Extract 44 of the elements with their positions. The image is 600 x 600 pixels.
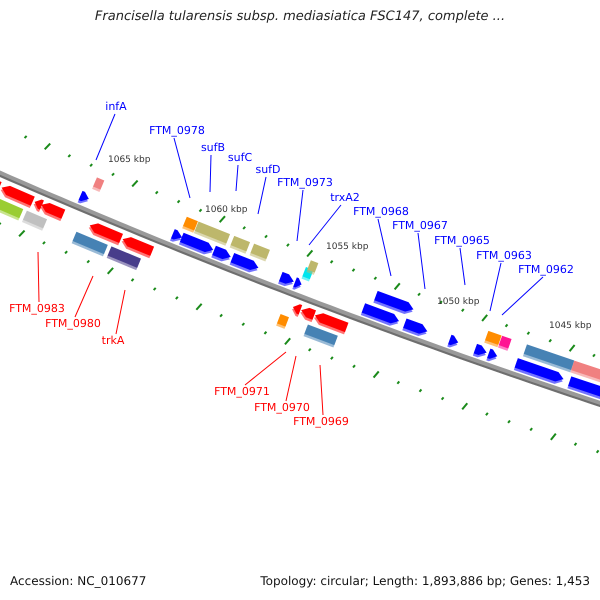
gene-label: sufB [200,141,226,155]
leader-line [490,262,502,312]
title: Francisella tularensis subsp. mediasiatica FSC147, complete ... [94,9,506,24]
gene-label: FTM_0970 [254,401,310,415]
leader-line [236,164,238,192]
position-label: 1065 kbp [108,155,150,166]
genome-summary-note: Topology: circular; Length: 1,893,886 bp; Genes: 1,453 [260,574,590,588]
position-label: 1055 kbp [326,242,368,253]
leader-line [96,114,116,160]
leader-line [38,252,40,302]
leader-line [210,154,212,192]
leader-line [320,364,324,416]
position-label: 1050 kbp [437,297,480,308]
gene-label: FTM_0965 [434,234,490,248]
gene-label: sufD [255,163,281,177]
leader-line [308,204,342,246]
leader-line [174,138,190,198]
leader-line [74,276,94,318]
gene-label: FTM_0973 [277,176,333,190]
leader-line [258,176,266,214]
gene-label: FTM_0971 [214,385,270,399]
leader-line [286,356,296,402]
gene-label: FTM_0962 [518,263,574,277]
gene-label: FTM_0967 [392,219,448,233]
gene-label: FTM_0978 [149,124,205,138]
leader-line [116,290,126,334]
gene-label: trxA2 [330,191,360,205]
gene-label: FTM_0980 [45,317,101,331]
gene-label: FTM_0968 [353,205,409,219]
leader-line [378,218,392,276]
leader-line [244,352,286,386]
leader-line [502,276,544,316]
leader-line [418,232,426,290]
position-label: 1060 kbp [205,205,248,216]
gene-label: FTM_0969 [293,415,349,429]
gene-label: infA [105,100,127,114]
leader-line [460,248,466,286]
leader-line [296,190,304,242]
gene-label: FTM_0983 [9,302,65,316]
gene-label: trkA [102,334,124,348]
accession-note: Accession: NC_010677 [10,574,146,588]
position-label: 1045 kbp [549,321,592,332]
gene-label: sufC [228,151,252,165]
gene-label: FTM_0963 [476,249,532,263]
